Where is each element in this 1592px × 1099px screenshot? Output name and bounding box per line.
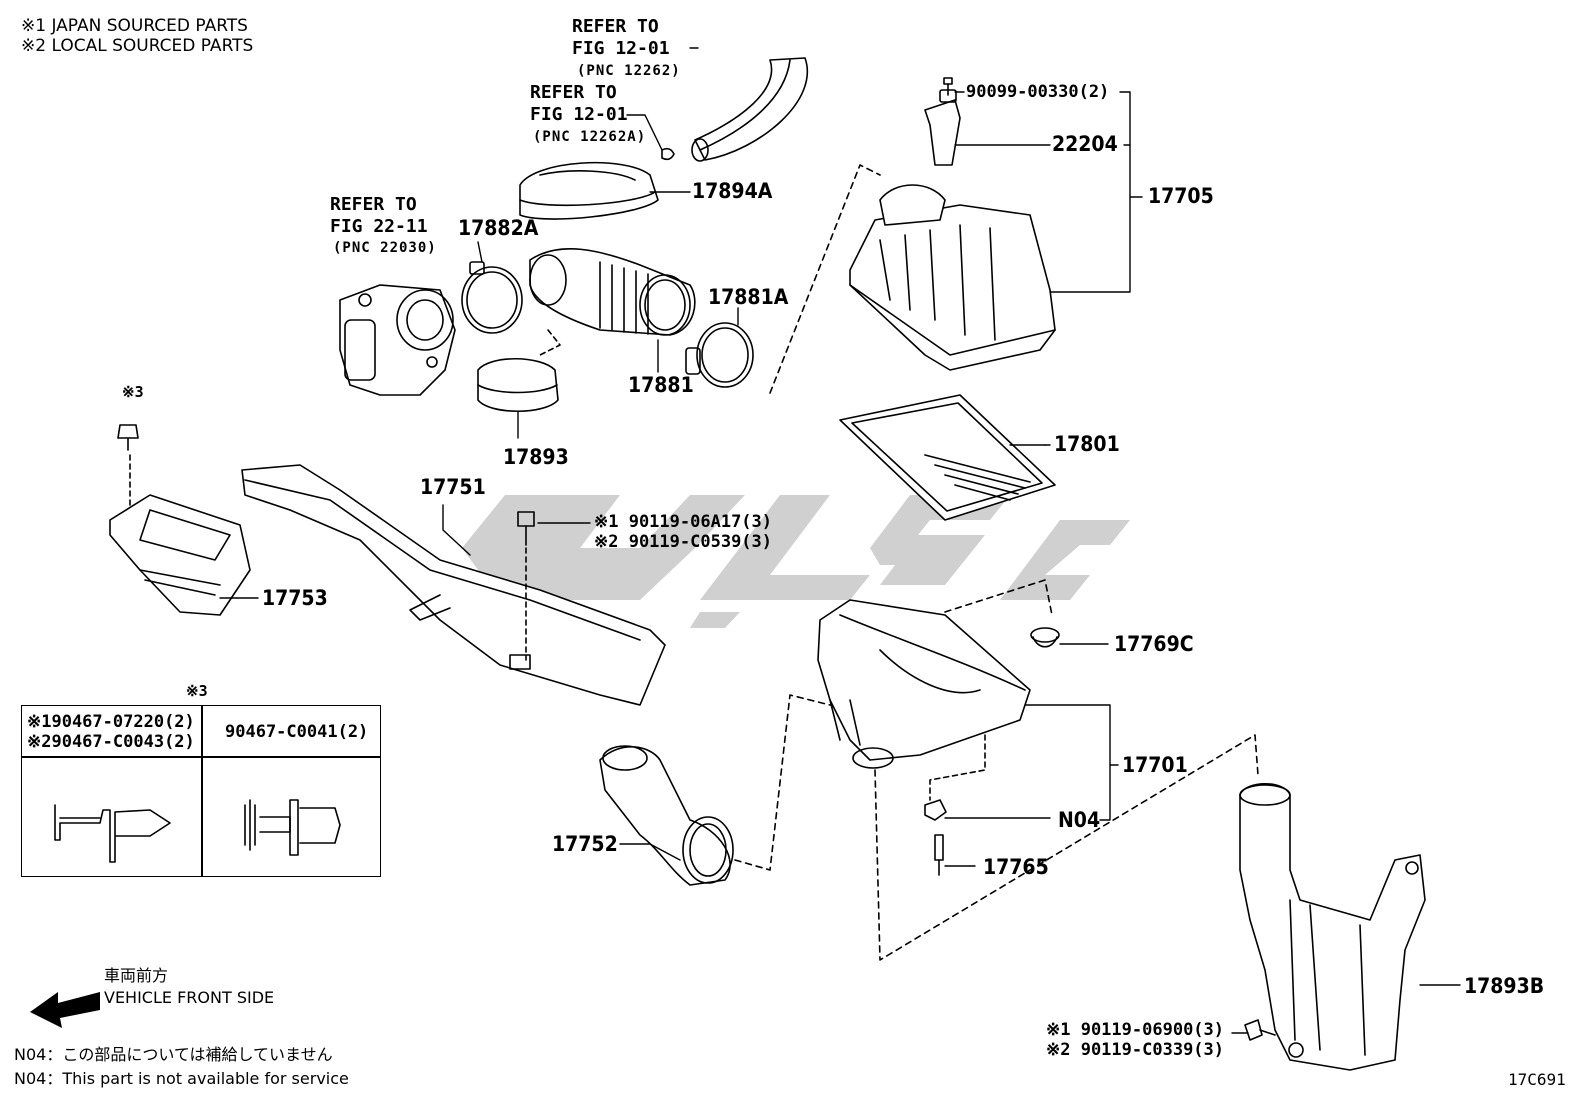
part-17705-label[interactable]: 17705 [1148, 184, 1214, 208]
air-inlet-17753-icon [109, 494, 251, 616]
ref-c-line1: REFER TO [330, 194, 417, 215]
bolt-b-local-label[interactable]: ※2 90119-C0339(3) [1046, 1040, 1225, 1060]
bolt-90119-icon [517, 511, 535, 546]
leader-lines [219, 47, 1461, 1034]
intake-elbow-icon [599, 745, 734, 886]
direction-en: VEHICLE FRONT SIDE [104, 988, 275, 1007]
note-en: N04：This part is not available for servi… [14, 1069, 349, 1088]
ref-b-line2: FIG 12-01 [530, 104, 628, 125]
clip-table-divider [201, 706, 203, 876]
ref-a-line2: FIG 12-01 [572, 38, 670, 59]
part-17881-label[interactable]: 17881 [628, 373, 694, 397]
grommet-icon [1030, 627, 1060, 648]
watermark-logo [462, 495, 1130, 628]
part-17752-label[interactable]: 17752 [552, 832, 618, 856]
air-duct-17751-icon [241, 464, 666, 706]
ref-b-pnc: (PNC 12262A) [533, 129, 647, 145]
part-17881a-label[interactable]: 17881A [708, 285, 789, 309]
part-17801-label[interactable]: 17801 [1054, 432, 1120, 456]
hose-icon [691, 57, 808, 162]
legend-local: ※2 LOCAL SOURCED PARTS [21, 36, 254, 56]
ref-c-line2: FIG 22-11 [330, 216, 428, 237]
direction-jp: 車両前方 [104, 966, 169, 985]
mark3-clip: ※3 [122, 383, 144, 401]
air-cleaner-case-icon [817, 599, 1031, 769]
clip-right[interactable]: 90467-C0041(2) [225, 722, 369, 742]
part-17893b-label[interactable]: 17893B [1464, 974, 1545, 998]
air-hose-17881-icon [529, 248, 696, 336]
clip-left-jp[interactable]: ※190467-07220(2) [27, 712, 195, 732]
front-arrow-icon [30, 992, 100, 1028]
screw-90099-icon [943, 77, 953, 96]
hose-clip-icon [661, 147, 675, 161]
note-jp: N04：この部品については補給していません [14, 1045, 333, 1064]
part-17893-label[interactable]: 17893 [503, 445, 569, 469]
bolt-a-local-label[interactable]: ※2 90119-C0539(3) [594, 532, 773, 552]
clip-left-local[interactable]: ※290467-C0043(2) [27, 732, 195, 752]
air-filter-icon [839, 394, 1056, 521]
part-17753-label[interactable]: 17753 [262, 586, 328, 610]
ref-a-pnc: (PNC 12262) [577, 63, 681, 79]
clip-table-drawings [54, 799, 341, 863]
clip-table-row-divider [22, 756, 380, 758]
part-17894a-label[interactable]: 17894A [692, 179, 773, 203]
part-17701-label[interactable]: 17701 [1122, 753, 1188, 777]
part-22204-label[interactable]: 22204 [1052, 132, 1118, 156]
bolt-b-jp-label[interactable]: ※1 90119-06900(3) [1046, 1020, 1225, 1040]
hose-clamp-17881a-icon [685, 322, 754, 388]
mark3-table: ※3 [186, 682, 208, 700]
part-n04-label[interactable]: N04 [1058, 808, 1101, 832]
ref-c-pnc: (PNC 22030) [333, 240, 437, 256]
resonator-17893-icon [477, 357, 559, 413]
hose-clamp-17882a-icon [461, 261, 523, 334]
resonator-cover-icon [519, 161, 659, 220]
ref-b-line1: REFER TO [530, 82, 617, 103]
figure-code: 17C691 [1508, 1070, 1566, 1089]
part-17769c-label[interactable]: 17769C [1114, 632, 1194, 656]
clip-table: ※190467-07220(2) ※290467-C0043(2) 90467-… [21, 705, 381, 877]
bolt-17765-icon [934, 834, 944, 876]
airflow-meter-icon [924, 89, 961, 166]
ref-a-line1: REFER TO [572, 16, 659, 37]
bolt-a-jp-label[interactable]: ※1 90119-06A17(3) [594, 512, 773, 532]
throttle-body-icon [339, 284, 456, 396]
part-17751-label[interactable]: 17751 [420, 475, 486, 499]
bolt-17893b-icon [1244, 1019, 1276, 1041]
resonator-17893b-icon [1239, 783, 1426, 1071]
air-cleaner-cap-icon [849, 184, 1056, 371]
part-90099-label[interactable]: 90099-00330(2) [966, 82, 1110, 102]
part-17882a-label[interactable]: 17882A [458, 216, 539, 240]
clip-bolt-icon [117, 424, 139, 451]
part-17765-label[interactable]: 17765 [983, 855, 1049, 879]
n04-part-icon [924, 799, 947, 821]
legend-japan: ※1 JAPAN SOURCED PARTS [21, 16, 248, 36]
